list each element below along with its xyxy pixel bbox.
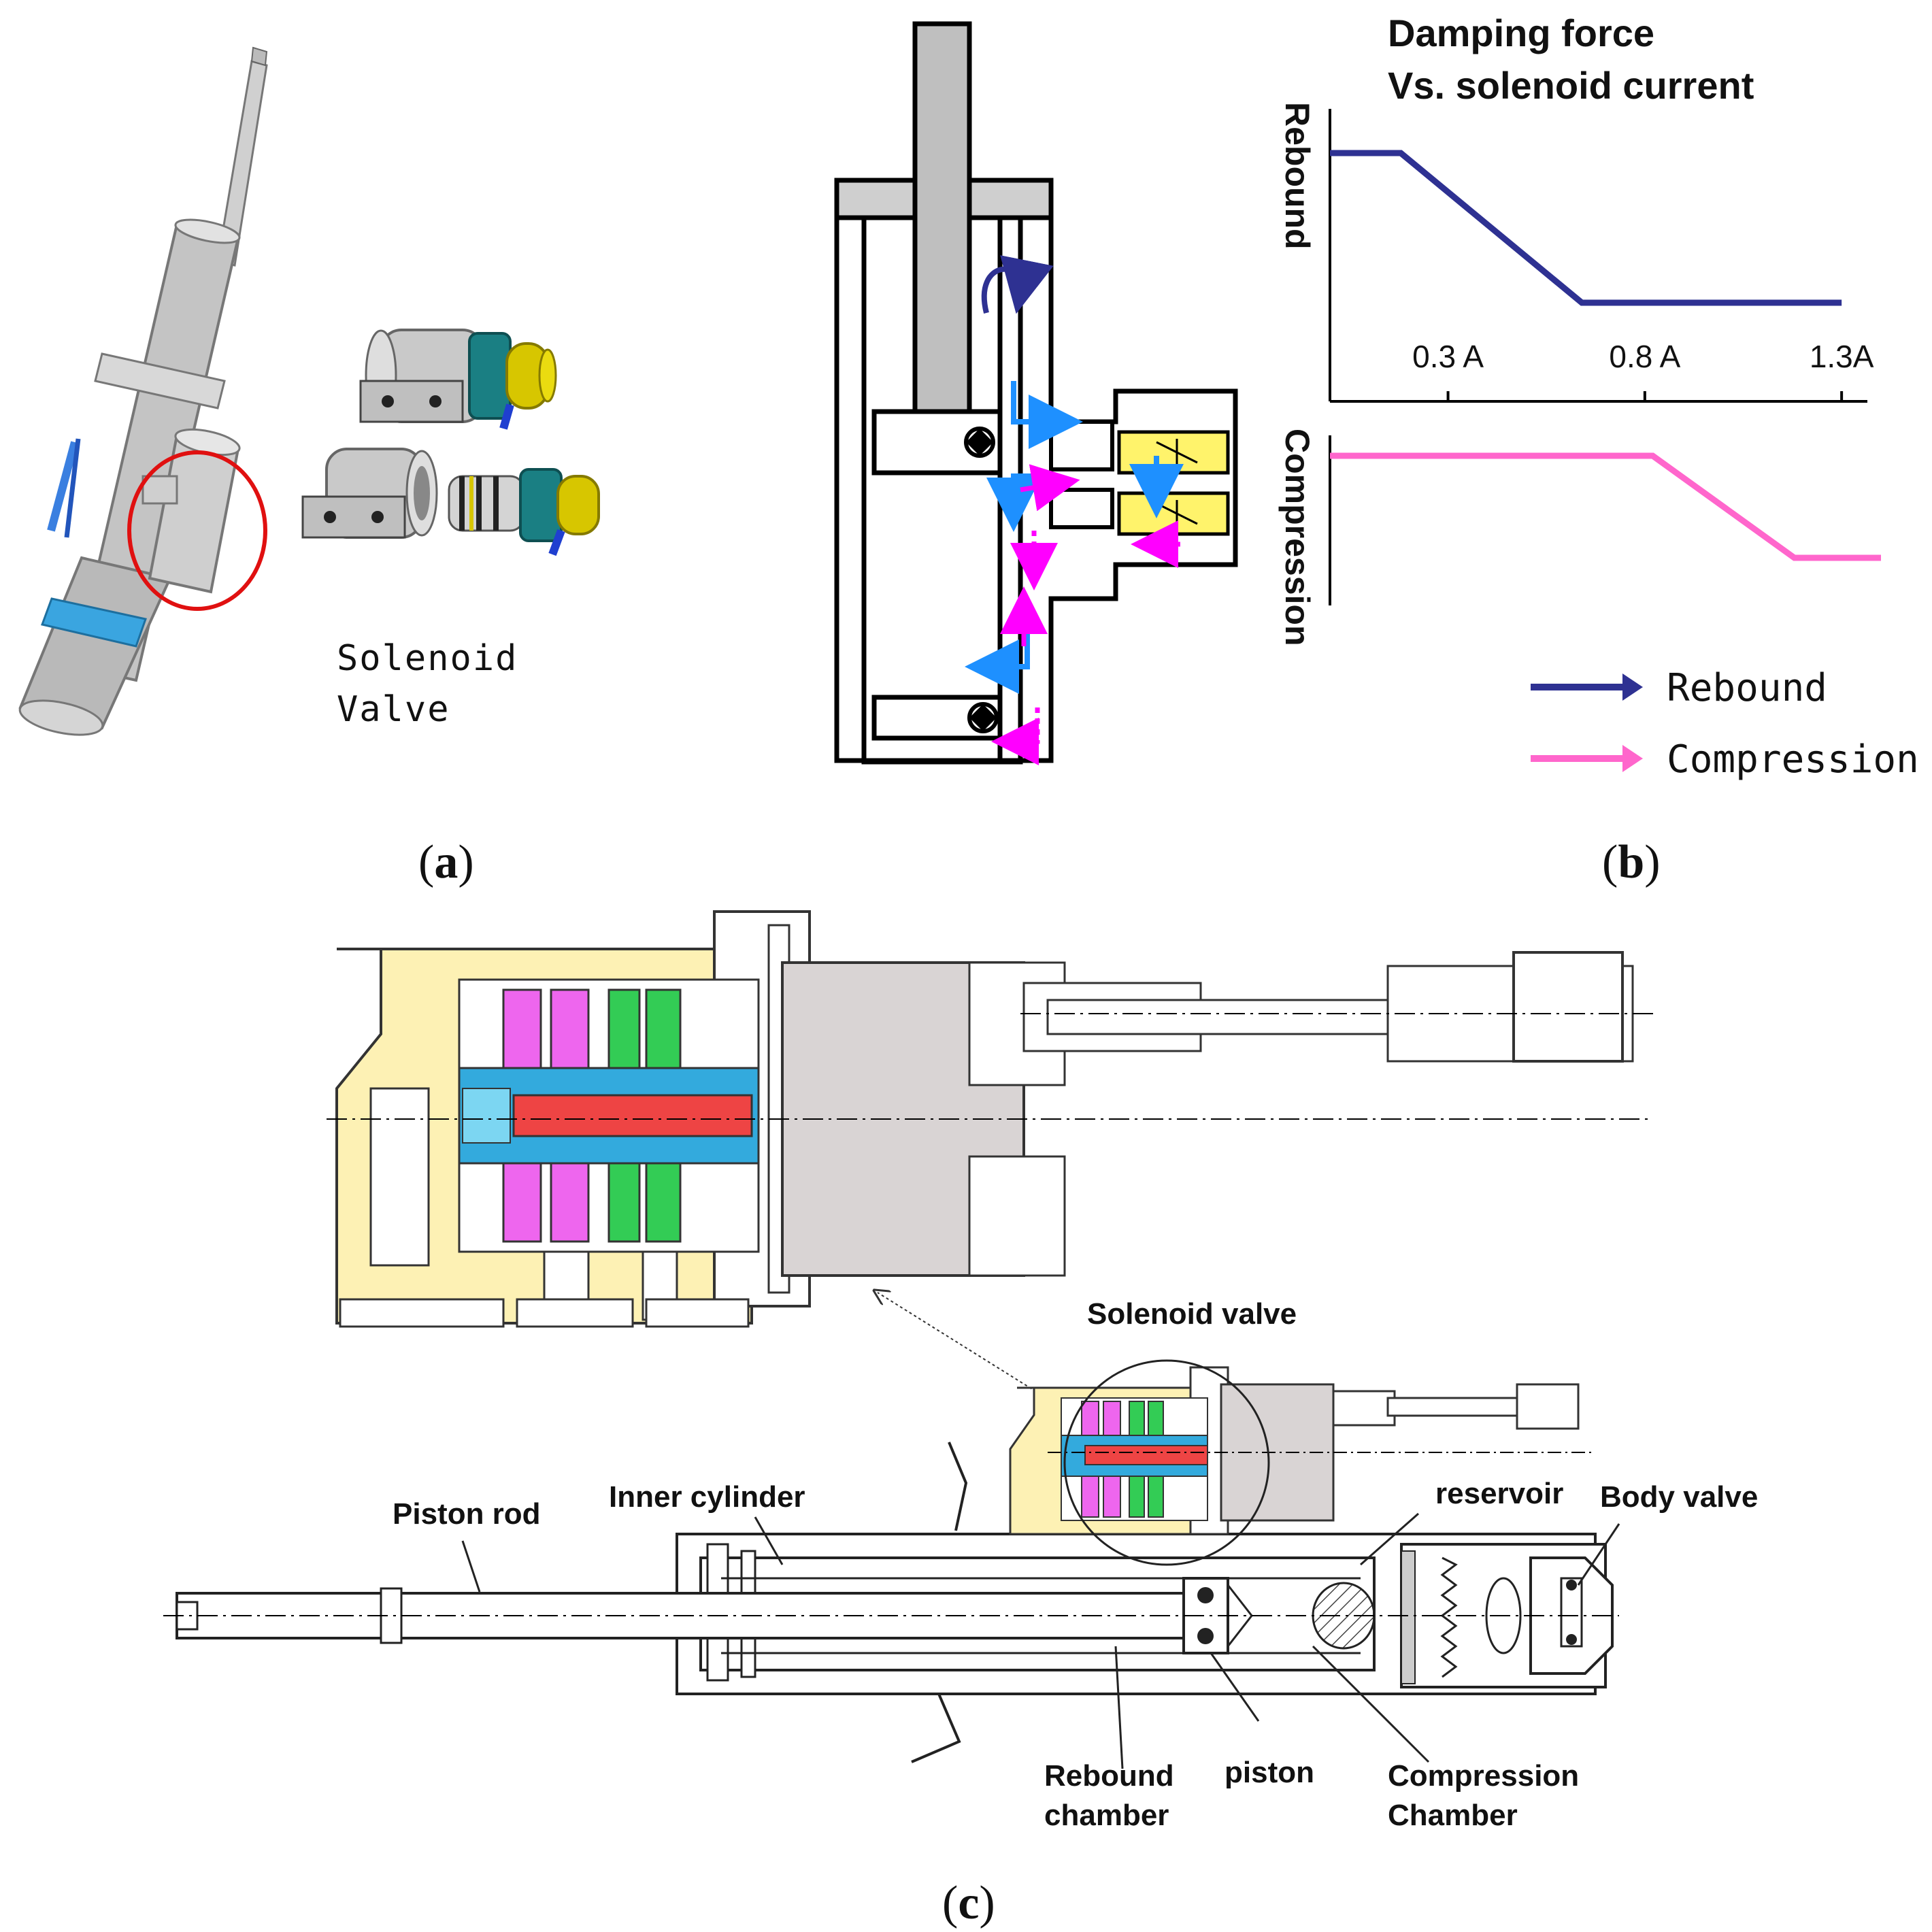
panel-a: Solenoid Valve (a) — [18, 46, 600, 888]
label-body-valve: Body valve — [1600, 1480, 1758, 1514]
detail-callout-arrow — [878, 1293, 1042, 1395]
mounting-bracket — [911, 1442, 968, 1763]
highlight-circle — [127, 450, 267, 611]
legend-compression-label: Compression — [1667, 737, 1919, 782]
label-inner-cylinder: Inner cylinder — [609, 1480, 805, 1514]
rebound-flow-arrow-4 — [965, 619, 1030, 694]
schematic-piston-rod — [912, 21, 972, 414]
label-rebound-chamber-line2: chamber — [1044, 1799, 1169, 1832]
legend-rebound-label: Rebound — [1667, 666, 1827, 710]
label-piston: piston — [1225, 1756, 1314, 1789]
panel-a-caption: (a) — [418, 836, 474, 888]
panel-c-caption: (c) — [942, 1877, 995, 1929]
panel-b-chart: Damping force Vs. solenoid current Rebou… — [1278, 12, 1919, 888]
label-compression-chamber-line1: Compression — [1388, 1759, 1579, 1793]
rebound-flow-arrow-1 — [1011, 381, 1083, 449]
panel-c: Solenoid valve Piston rod Inner cylinder… — [163, 910, 1758, 1929]
shock-absorber-render — [18, 46, 268, 736]
chart-title-line1: Damping force — [1388, 12, 1654, 54]
panel-b-schematic — [834, 21, 1238, 765]
label-solenoid-valve: Solenoid valve — [1087, 1297, 1297, 1331]
solenoid-valve-exploded — [301, 448, 600, 556]
panel-b-caption: (b) — [1602, 836, 1661, 888]
label-compression-chamber-line2: Chamber — [1388, 1799, 1518, 1832]
compression-valve — [1117, 491, 1230, 536]
shock-section-view — [163, 1359, 1619, 1763]
solenoid-valve-label-line1: Solenoid — [337, 638, 518, 679]
label-reservoir: reservoir — [1435, 1477, 1563, 1510]
y-label-rebound: Rebound — [1278, 102, 1316, 250]
compression-flow-arrow-1 — [1020, 464, 1080, 512]
valve-block — [1049, 420, 1114, 471]
solenoid-callout-circle — [1063, 1359, 1270, 1566]
chart-x-ticks: 0.3 A 0.8 A 1.3A — [1412, 339, 1874, 401]
chart-legend: Rebound Compression — [1531, 666, 1919, 782]
solenoid-valve-label-line2: Valve — [337, 689, 450, 730]
rebound-valve — [1117, 430, 1230, 475]
label-rebound-chamber-line1: Rebound — [1044, 1759, 1174, 1793]
solenoid-valve-assembled — [359, 329, 557, 430]
valve-block-lower — [1049, 488, 1114, 529]
series-line-0 — [1330, 150, 1842, 306]
chart-series — [1330, 150, 1881, 561]
compression-flow-arrow-4 — [991, 707, 1040, 765]
x-tick-label: 0.8 A — [1609, 339, 1680, 374]
x-tick-label: 1.3A — [1810, 339, 1874, 374]
chart-title-line2: Vs. solenoid current — [1388, 64, 1754, 107]
series-line-1 — [1330, 452, 1881, 561]
solenoid-detail-view — [327, 910, 1653, 1328]
y-label-compression: Compression — [1278, 429, 1316, 646]
rebound-flow-arrow-top — [981, 255, 1054, 314]
label-piston-rod: Piston rod — [393, 1497, 541, 1531]
x-tick-label: 0.3 A — [1412, 339, 1484, 374]
schematic-piston — [871, 409, 1003, 476]
